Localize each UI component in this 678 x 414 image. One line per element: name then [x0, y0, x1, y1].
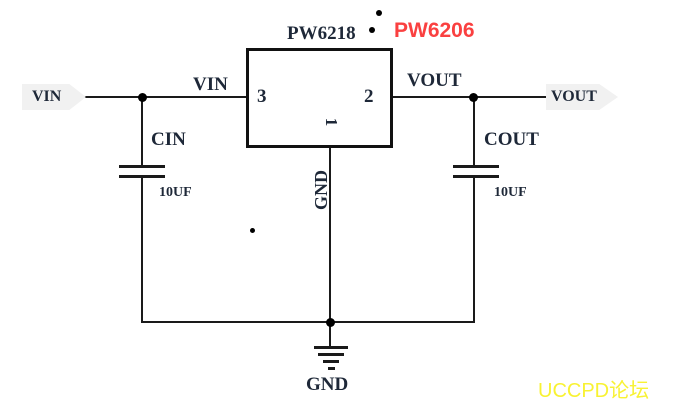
junction-dot-vout [469, 93, 478, 102]
cout-plate-top [453, 165, 499, 168]
wire-cin-upper [141, 97, 143, 167]
wire-gnd-pin [329, 146, 331, 323]
cin-value-label: 10UF [159, 185, 192, 200]
cout-plate-bottom [453, 175, 499, 178]
vout-net-label: VOUT [407, 70, 462, 91]
wire-cout-lower [473, 178, 475, 323]
pin-3-number: 3 [257, 86, 267, 107]
artifact-dot-2 [369, 27, 375, 33]
cout-value-label: 10UF [494, 185, 527, 200]
pin-2-number: 2 [364, 86, 374, 107]
vin-port-tag: VIN [22, 84, 86, 110]
junction-dot-vin [138, 93, 147, 102]
cout-name-label: COUT [484, 129, 539, 150]
vout-port-label: VOUT [551, 88, 597, 105]
cin-name-label: CIN [151, 129, 186, 150]
wire-bottom-rail [141, 321, 475, 323]
artifact-dot-3 [250, 228, 255, 233]
wire-vin-to-ic [84, 96, 246, 98]
ground-symbol-bar-3 [323, 360, 339, 363]
vout-port-tag: VOUT [546, 84, 618, 110]
ground-symbol-bar-1 [314, 346, 348, 349]
vin-net-label: VIN [193, 74, 228, 95]
wire-cin-lower [141, 178, 143, 323]
gnd-pin-label: GND [311, 170, 331, 210]
cin-plate-top [119, 165, 165, 168]
wire-cout-upper [473, 97, 475, 167]
ic-part-number: PW6218 [287, 23, 356, 44]
pin-1-number: 1 [322, 117, 341, 127]
vin-port-label: VIN [32, 88, 62, 105]
ground-symbol-bar-4 [328, 367, 335, 370]
ground-label: GND [306, 374, 349, 395]
junction-dot-ground [326, 318, 335, 327]
ic-box [246, 48, 393, 148]
ground-symbol-bar-2 [318, 353, 344, 356]
ic-alt-part-number: PW6206 [394, 19, 475, 42]
watermark-text: UCCPD论坛 [538, 380, 650, 402]
cin-plate-bottom [119, 175, 165, 178]
artifact-dot-1 [376, 10, 382, 16]
wire-ground-stub [329, 321, 331, 347]
